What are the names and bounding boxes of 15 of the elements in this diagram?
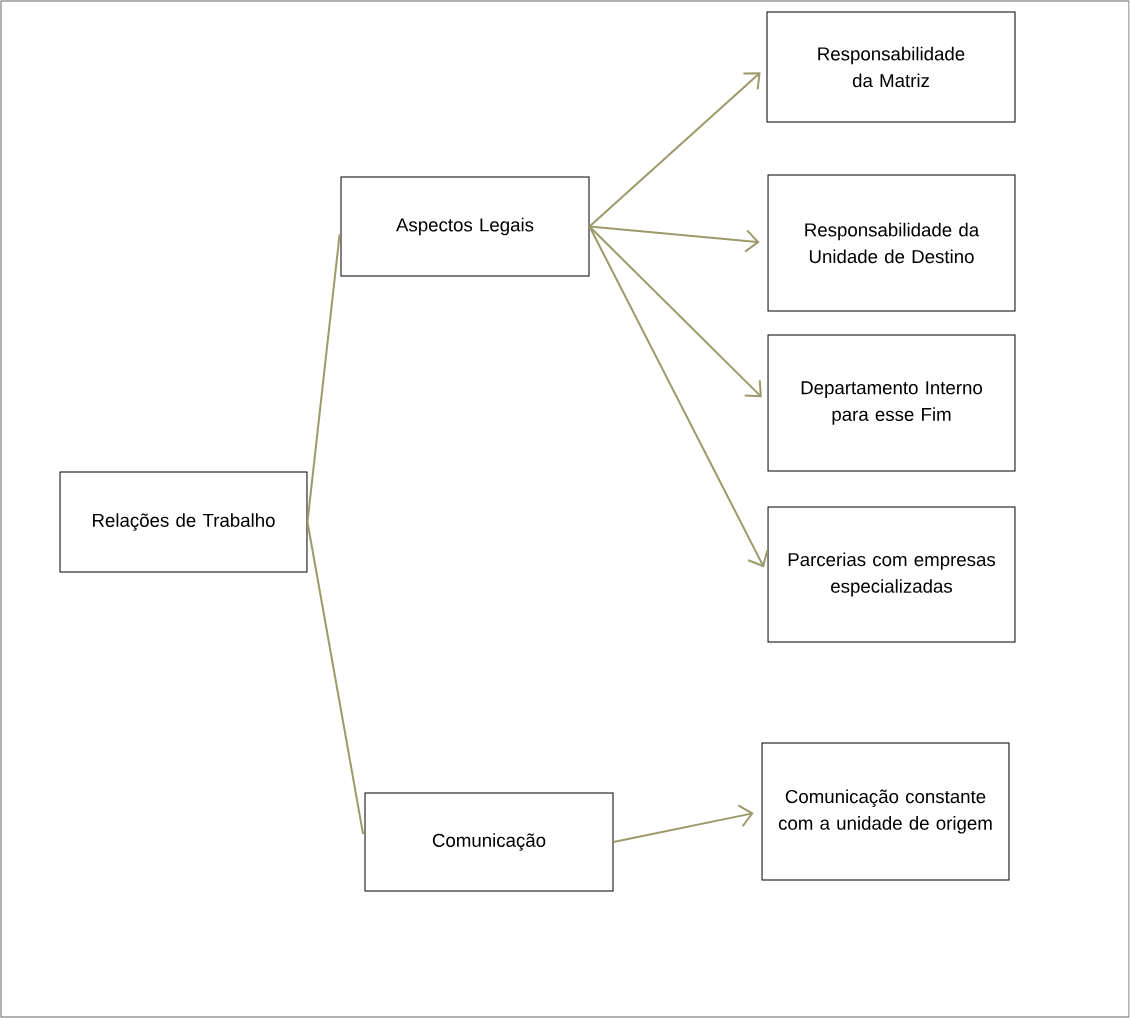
text-box: Comunicação constante com a unidade de origem bbox=[761, 742, 1010, 881]
connector bbox=[588, 225, 760, 253]
text-box: Responsabilidade da Matriz bbox=[766, 11, 1016, 123]
text-box: Responsabilidade da Unidade de Destino bbox=[767, 174, 1016, 312]
text-box: Parcerias com empresas especializadas bbox=[767, 506, 1016, 643]
text-box: Aspectos Legais bbox=[340, 176, 590, 277]
connector bbox=[306, 233, 341, 523]
connector bbox=[588, 72, 761, 228]
text-box: Departamento Interno para esse Fim bbox=[767, 334, 1016, 472]
text-box: Relações de Trabalho bbox=[59, 471, 308, 573]
connector bbox=[612, 804, 754, 843]
connector bbox=[588, 225, 769, 568]
connector bbox=[306, 521, 365, 836]
connector bbox=[588, 225, 762, 398]
text-box: Comunicação bbox=[364, 792, 614, 892]
